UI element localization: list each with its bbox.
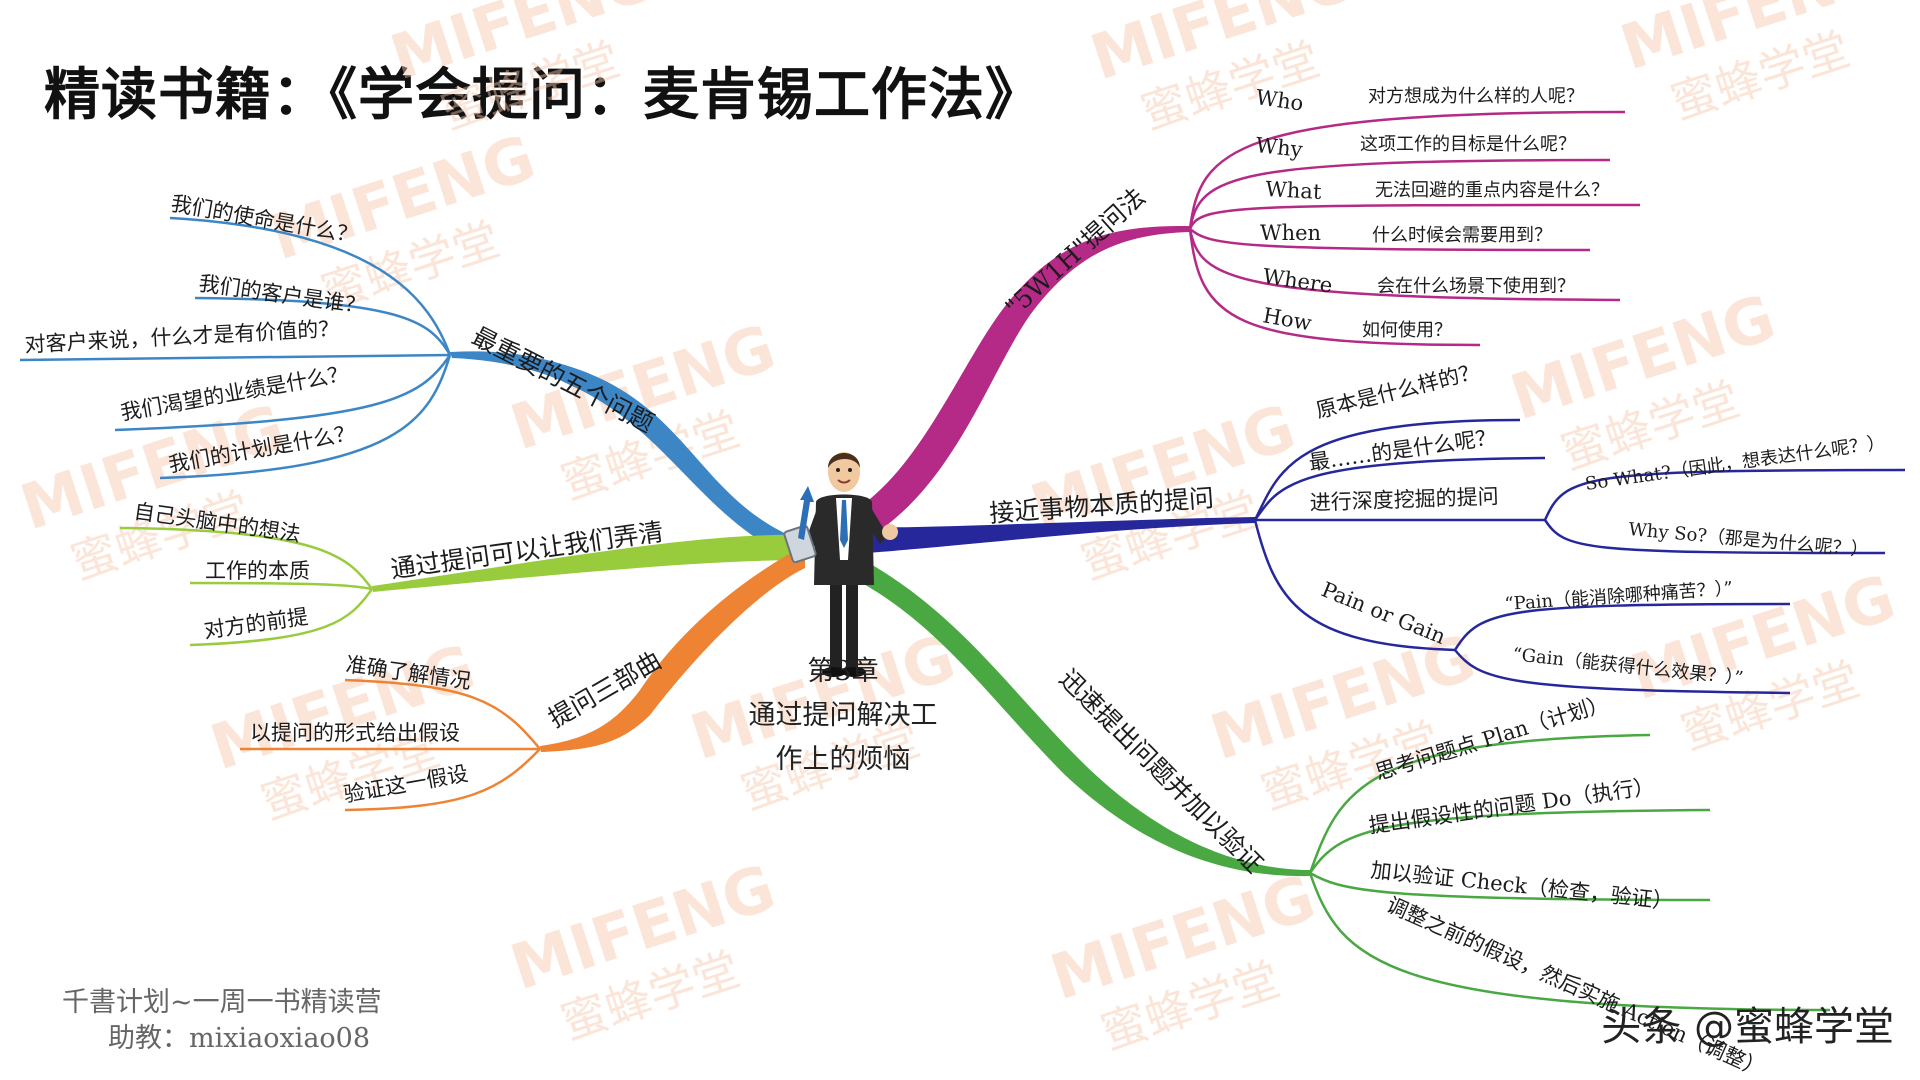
tablet [783, 524, 817, 564]
branch-5w1h-label: "5W1H"提问法 [1000, 182, 1151, 322]
5w1h-text: 如何使用？ [1362, 320, 1452, 341]
branch-three-parts-line [540, 545, 805, 752]
shoe-left [822, 667, 846, 677]
page-title: 精读书籍：《学会提问：麦肯锡工作法》 [44, 63, 1042, 128]
brand-watermark: 头条 @蜜蜂学堂 [1601, 1004, 1894, 1050]
left-leg [846, 580, 858, 670]
right-arm [864, 506, 888, 544]
verify-item: 提出假设性的问题 Do（执行） [1367, 774, 1656, 838]
5w1h-text: 这项工作的目标是什么呢？ [1360, 134, 1576, 155]
branch-5w1h-line [838, 225, 1190, 548]
essence-deep-item: Why So?（那是为什么呢？） [1628, 519, 1870, 561]
right-leg [830, 580, 842, 670]
hair [828, 453, 860, 468]
center-chapter: 第3章 [807, 656, 879, 687]
tie [840, 500, 848, 548]
5w1h-text: 会在什么场景下使用到？ [1377, 276, 1575, 297]
5w1h-text: 什么时候会需要用到？ [1372, 225, 1552, 246]
clarify-item: 工作的本质 [205, 559, 310, 583]
5w1h-text: 无法回避的重点内容是什么？ [1375, 180, 1609, 201]
5w1h-lines [1188, 110, 1641, 347]
head [828, 452, 860, 492]
footer-assistant: 助教：mixiaoxiao08 [108, 1023, 371, 1054]
footer-program: 千書计划~一周一书精读营 [62, 987, 382, 1018]
center-title-line2: 作上的烦恼 [775, 744, 911, 775]
5w1h-key: Why [1254, 133, 1303, 162]
essence-item: 进行深度挖掘的提问 [1309, 484, 1499, 515]
thumb-up-hand [882, 524, 898, 540]
clarify-item: 对方的前提 [202, 605, 309, 643]
five-questions-lines [19, 216, 452, 480]
5w1h-key: Where [1261, 264, 1334, 298]
three-parts-lines [240, 678, 541, 812]
essence-item: 原本是什么样的？ [1313, 359, 1482, 423]
branch-clarify-line [372, 534, 805, 592]
growth-arrow-icon [798, 486, 814, 540]
verify-lines [1308, 733, 1831, 1012]
main-branches [372, 225, 1310, 877]
center-topic: 第3章 通过提问解决工 作上的烦恼 [718, 650, 968, 782]
essence-item: Pain or Gain [1318, 577, 1449, 649]
center-title-line1: 通过提问解决工 [748, 700, 938, 731]
three-parts-item: 以提问的形式给出假设 [250, 721, 460, 745]
branch-essence-line [838, 517, 1255, 555]
essence-item: 最……的是什么呢？ [1307, 425, 1498, 475]
essence-pain-gain-item: “Pain（能消除哪种痛苦？）” [1504, 578, 1734, 615]
shoe-right [842, 667, 866, 677]
clarify-lines [119, 526, 374, 647]
businessman-illustration [783, 452, 898, 677]
five-q-item: 对客户来说，什么才是有价值的？ [24, 317, 340, 357]
branch-verify-line [835, 545, 1310, 877]
5w1h-text: 对方想成为什么样的人呢？ [1368, 86, 1584, 107]
5w1h-key: What [1265, 177, 1323, 204]
essence-lines [1253, 418, 1906, 695]
5w1h-key: When [1260, 221, 1321, 245]
